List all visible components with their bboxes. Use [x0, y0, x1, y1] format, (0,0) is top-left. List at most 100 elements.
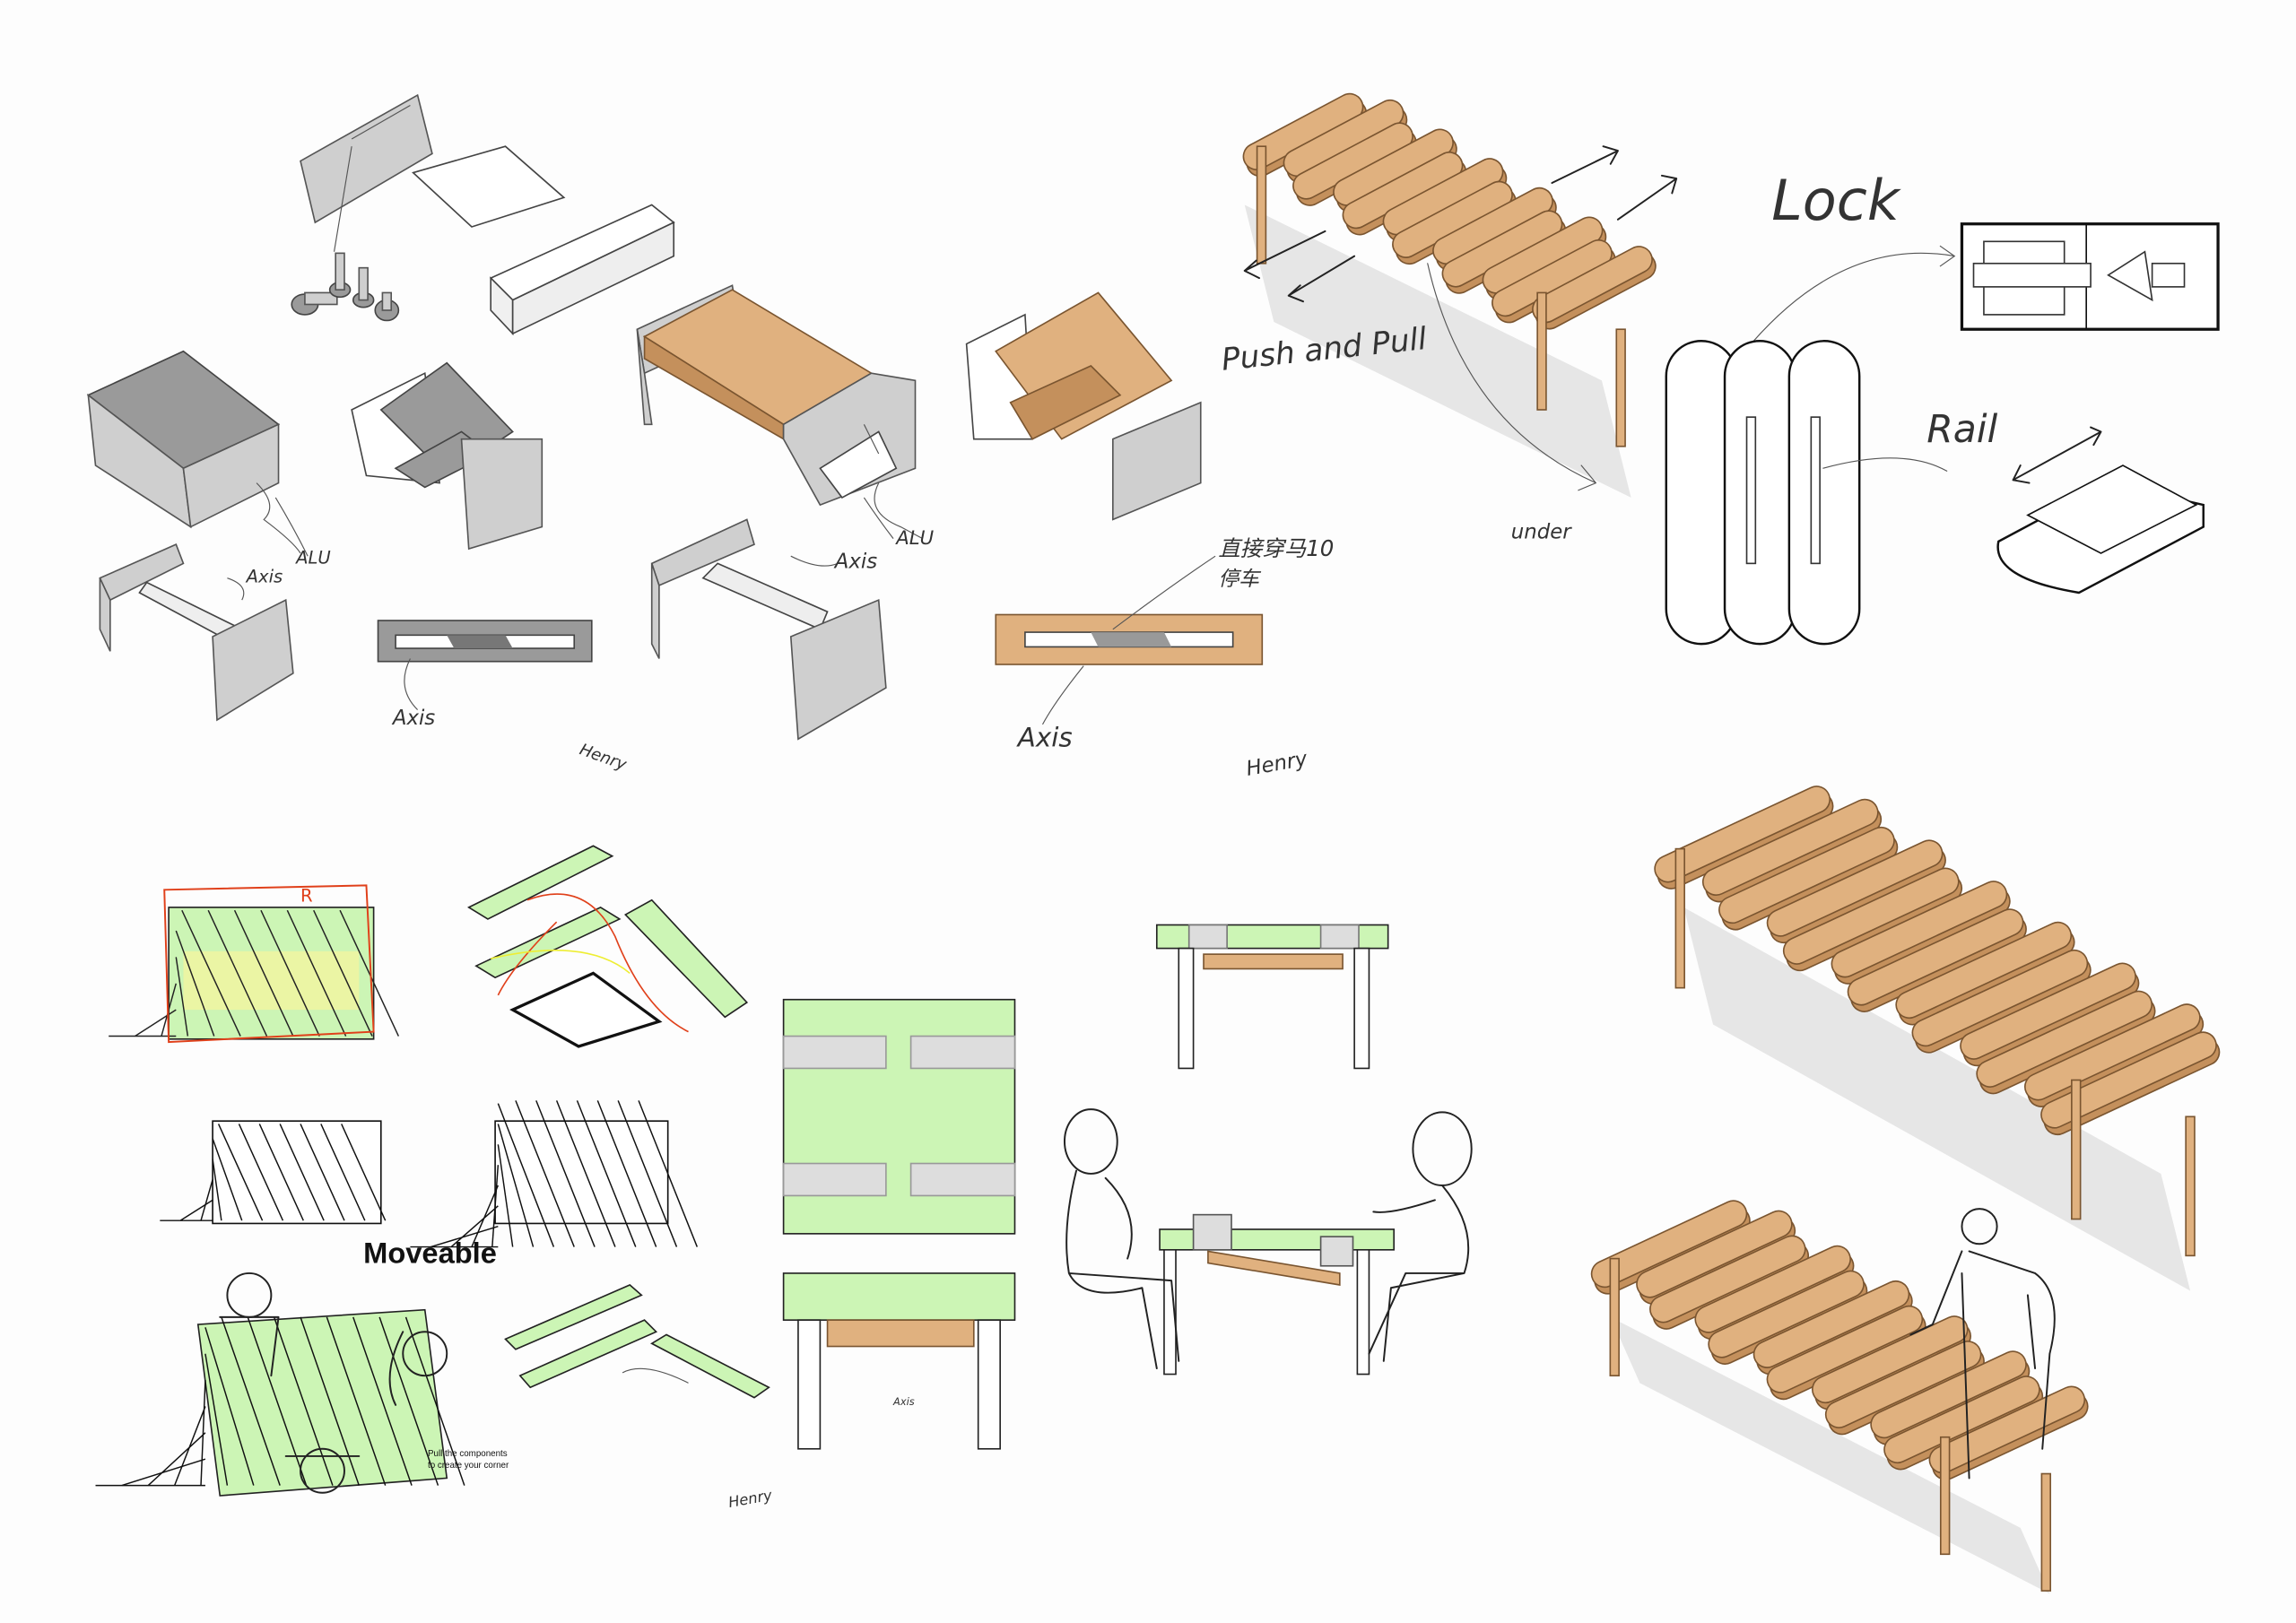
capsule-slats-underside — [1665, 340, 1948, 646]
bench-leg — [1674, 847, 1685, 989]
hatch-line — [238, 1124, 284, 1221]
hatch-line — [179, 1199, 213, 1221]
green-table-front-view — [782, 1272, 1016, 1450]
hatch-line — [175, 930, 215, 1037]
slat — [1911, 949, 2089, 1047]
label-rail: Rail — [1926, 408, 1997, 452]
bench-leg — [2040, 1472, 2052, 1592]
gray-bench — [86, 350, 301, 554]
screws-icon — [291, 252, 400, 322]
plate-part — [412, 145, 566, 228]
label-pull-1: Pull the components — [428, 1449, 508, 1459]
hatch-line — [273, 1316, 334, 1486]
gray-axis-bar — [377, 620, 593, 663]
slat — [1976, 990, 2153, 1088]
hatch-line — [207, 909, 268, 1037]
hatch-line — [121, 1458, 206, 1487]
hatch-line — [212, 1159, 222, 1221]
label-axis-1: Axis — [245, 567, 283, 587]
label-axis-5: Axis — [892, 1395, 915, 1408]
slat — [1960, 962, 2136, 1060]
hatch-line — [638, 1100, 698, 1247]
hatch-line — [491, 1165, 500, 1247]
hatch-line — [313, 909, 373, 1037]
hatch-line — [221, 1316, 281, 1486]
hatch-line — [320, 1124, 366, 1221]
hatch-line — [515, 1100, 575, 1247]
gray-slat-seat — [351, 361, 544, 551]
slat — [2024, 1003, 2201, 1101]
standing-person-sketch — [1909, 1208, 2056, 1480]
hatch-line — [233, 909, 294, 1037]
label-axis-4: Axis — [1016, 722, 1073, 752]
slat — [1654, 785, 1831, 883]
slat — [1831, 881, 2008, 978]
label-moveable: Moveable — [363, 1237, 497, 1270]
hatch-line — [430, 1225, 499, 1248]
hatch-line — [576, 1100, 637, 1247]
lock-detail — [1726, 222, 2220, 374]
slat — [1824, 1341, 1982, 1428]
bench-leg — [2071, 1079, 2082, 1220]
wood-bench — [636, 284, 923, 540]
rail-detail — [1996, 426, 2205, 595]
hatch-line — [217, 1124, 264, 1221]
hatch-line — [404, 1316, 465, 1486]
bench-shadow — [1244, 204, 1631, 498]
bench-leg — [2185, 1115, 2196, 1257]
hatch-line — [173, 1406, 206, 1486]
bench-leg — [1609, 1257, 1620, 1376]
hatch-line — [300, 1316, 360, 1486]
hatch-line — [326, 1316, 387, 1486]
slat — [1708, 1270, 1865, 1358]
table-side-view — [1155, 924, 1389, 1070]
bench-leg — [1256, 145, 1267, 265]
bench-leg — [1536, 291, 1547, 411]
label-axis-3: Axis — [391, 707, 435, 730]
slat — [1590, 1200, 1748, 1289]
hatch-line — [339, 909, 400, 1037]
slat — [1870, 1350, 2027, 1439]
hatch-line — [279, 1124, 325, 1221]
wood-stacked-seat — [965, 291, 1202, 521]
slat — [1766, 839, 1944, 937]
slat — [1782, 867, 1960, 965]
hatch-line — [247, 1316, 308, 1486]
hatch-line — [181, 909, 241, 1037]
hatch-line — [212, 1138, 243, 1221]
hatch-line — [258, 1124, 304, 1221]
hatch-line — [135, 1009, 177, 1037]
slat — [2040, 1031, 2217, 1129]
slat — [1701, 798, 1879, 897]
hatch-line — [204, 1353, 229, 1486]
label-alu-1: ALU — [294, 547, 331, 568]
slat — [1718, 826, 1895, 924]
slat — [1532, 246, 1653, 324]
hatch-line — [300, 1124, 345, 1221]
label-pull-2: to create your corner — [428, 1461, 509, 1471]
push-pull-arrows — [1243, 145, 1678, 491]
slatted-bench-with-person — [1590, 1200, 2089, 1594]
people-at-table — [1063, 1108, 1473, 1376]
signature-1: Henry — [577, 740, 629, 774]
hatch-line — [175, 957, 189, 1037]
green-exploded-parts — [467, 845, 749, 1048]
hatch-line — [147, 1432, 206, 1487]
slat — [1752, 1280, 1910, 1368]
wood-axis-bar — [995, 613, 1264, 665]
hatch-line — [497, 1124, 535, 1247]
slat — [1649, 1235, 1806, 1324]
hatch-line — [200, 1380, 206, 1486]
hatch-line — [352, 1316, 413, 1486]
green-table-top-view — [782, 998, 1016, 1235]
label-chinese-1: 直接穿马10 — [1218, 535, 1334, 561]
bench-shadow — [1683, 907, 2191, 1291]
green-plan-with-people — [95, 1271, 465, 1497]
bench-leg — [1615, 328, 1626, 447]
label-under: under — [1511, 521, 1572, 544]
signature-2: Henry — [1245, 747, 1310, 781]
label-red-r: R — [300, 885, 313, 906]
hatch-line — [555, 1100, 616, 1247]
signature-3: Henry — [727, 1487, 774, 1511]
